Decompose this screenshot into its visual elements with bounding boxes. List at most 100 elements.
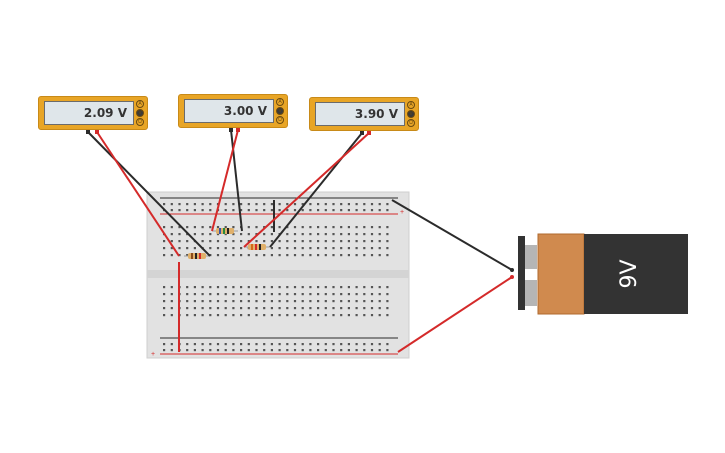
wire-battery-red[interactable] — [397, 276, 513, 353]
breadboard-hole[interactable] — [324, 203, 327, 206]
wire-meter1-black[interactable] — [87, 131, 211, 257]
breadboard-hole[interactable] — [355, 349, 358, 352]
breadboard-hole[interactable] — [301, 286, 304, 289]
breadboard-hole[interactable] — [293, 293, 297, 296]
breadboard-hole[interactable] — [270, 240, 273, 243]
terminal-ohm-icon[interactable]: Ω — [136, 118, 144, 126]
breadboard-hole[interactable] — [224, 343, 227, 346]
breadboard-hole[interactable] — [224, 314, 227, 317]
breadboard-hole[interactable] — [270, 226, 273, 229]
breadboard-hole[interactable] — [201, 226, 204, 229]
breadboard-hole[interactable] — [278, 240, 281, 243]
breadboard-hole[interactable] — [209, 203, 212, 206]
breadboard-hole[interactable] — [317, 209, 320, 212]
breadboard-hole[interactable] — [247, 226, 250, 229]
breadboard-hole[interactable] — [163, 247, 166, 250]
breadboard-hole[interactable] — [363, 240, 366, 243]
breadboard-hole[interactable] — [247, 307, 250, 310]
breadboard-hole[interactable] — [240, 314, 243, 317]
breadboard-hole[interactable] — [340, 233, 343, 236]
breadboard-hole[interactable] — [224, 300, 227, 303]
breadboard-hole[interactable] — [247, 254, 250, 257]
breadboard-hole[interactable] — [347, 203, 350, 206]
breadboard-hole[interactable] — [186, 247, 189, 250]
breadboard-hole[interactable] — [301, 203, 304, 206]
breadboard-hole[interactable] — [332, 307, 335, 310]
resistor-1[interactable] — [184, 253, 210, 259]
breadboard-hole[interactable] — [178, 233, 181, 236]
wire-meter2-red[interactable] — [211, 129, 239, 232]
breadboard-hole[interactable] — [355, 233, 358, 236]
breadboard-hole[interactable] — [178, 247, 181, 250]
breadboard-hole[interactable] — [232, 233, 235, 236]
breadboard-hole[interactable] — [270, 300, 273, 303]
breadboard-hole[interactable] — [263, 226, 266, 229]
breadboard-hole[interactable] — [370, 300, 374, 303]
breadboard-hole[interactable] — [201, 240, 204, 243]
breadboard-hole[interactable] — [317, 226, 320, 229]
breadboard-hole[interactable] — [347, 343, 350, 346]
breadboard-hole[interactable] — [232, 247, 235, 250]
breadboard-hole[interactable] — [340, 240, 343, 243]
breadboard-hole[interactable] — [347, 254, 350, 257]
breadboard-hole[interactable] — [255, 226, 258, 229]
breadboard-hole[interactable] — [278, 343, 281, 346]
breadboard-hole[interactable] — [193, 226, 196, 229]
breadboard-hole[interactable] — [240, 349, 243, 352]
breadboard-hole[interactable] — [247, 233, 250, 236]
breadboard-hole[interactable] — [170, 343, 173, 346]
breadboard-hole[interactable] — [270, 307, 273, 310]
breadboard-hole[interactable] — [355, 240, 358, 243]
breadboard-hole[interactable] — [378, 254, 381, 257]
battery-9v[interactable] — [510, 233, 688, 315]
breadboard-hole[interactable] — [378, 203, 381, 206]
breadboard-hole[interactable] — [286, 314, 289, 317]
breadboard-hole[interactable] — [317, 349, 320, 352]
breadboard-hole[interactable] — [193, 307, 196, 310]
breadboard-hole[interactable] — [201, 209, 204, 212]
breadboard-hole[interactable] — [386, 203, 389, 206]
breadboard-hole[interactable] — [163, 240, 166, 243]
breadboard-hole[interactable] — [324, 314, 327, 317]
breadboard-hole[interactable] — [263, 349, 266, 352]
breadboard-hole[interactable] — [309, 226, 312, 229]
breadboard-hole[interactable] — [309, 240, 312, 243]
breadboard-hole[interactable] — [263, 233, 266, 236]
breadboard-hole[interactable] — [278, 226, 281, 229]
breadboard-hole[interactable] — [255, 286, 258, 289]
breadboard-hole[interactable] — [309, 254, 312, 257]
breadboard-hole[interactable] — [209, 286, 212, 289]
breadboard-hole[interactable] — [216, 254, 220, 257]
breadboard-hole[interactable] — [232, 286, 235, 289]
breadboard-hole[interactable] — [201, 203, 204, 206]
breadboard-hole[interactable] — [224, 226, 227, 229]
breadboard-hole[interactable] — [186, 286, 189, 289]
breadboard-hole[interactable] — [186, 254, 189, 257]
breadboard-hole[interactable] — [386, 240, 389, 243]
breadboard-hole[interactable] — [240, 307, 243, 310]
breadboard-hole[interactable] — [332, 226, 335, 229]
breadboard-hole[interactable] — [347, 240, 350, 243]
breadboard-hole[interactable] — [347, 349, 350, 352]
breadboard-hole[interactable] — [232, 314, 235, 317]
breadboard-hole[interactable] — [317, 300, 320, 303]
breadboard-hole[interactable] — [186, 226, 189, 229]
breadboard-hole[interactable] — [332, 233, 335, 236]
breadboard-hole[interactable] — [240, 293, 243, 296]
breadboard-hole[interactable] — [170, 247, 173, 250]
breadboard-hole[interactable] — [224, 209, 227, 212]
breadboard-hole[interactable] — [193, 300, 196, 303]
breadboard-hole[interactable] — [340, 209, 343, 212]
breadboard-hole[interactable] — [355, 343, 358, 346]
breadboard-hole[interactable] — [324, 300, 327, 303]
breadboard-hole[interactable] — [332, 254, 335, 257]
terminal-a-icon[interactable]: A — [276, 98, 284, 106]
breadboard-hole[interactable] — [240, 203, 243, 206]
breadboard-hole[interactable] — [324, 240, 327, 243]
breadboard-hole[interactable] — [193, 349, 196, 352]
breadboard-hole[interactable] — [301, 209, 304, 212]
breadboard-hole[interactable] — [293, 286, 297, 289]
breadboard-hole[interactable] — [355, 300, 358, 303]
terminal-ohm-icon[interactable]: Ω — [407, 119, 415, 127]
breadboard-hole[interactable] — [309, 349, 312, 352]
